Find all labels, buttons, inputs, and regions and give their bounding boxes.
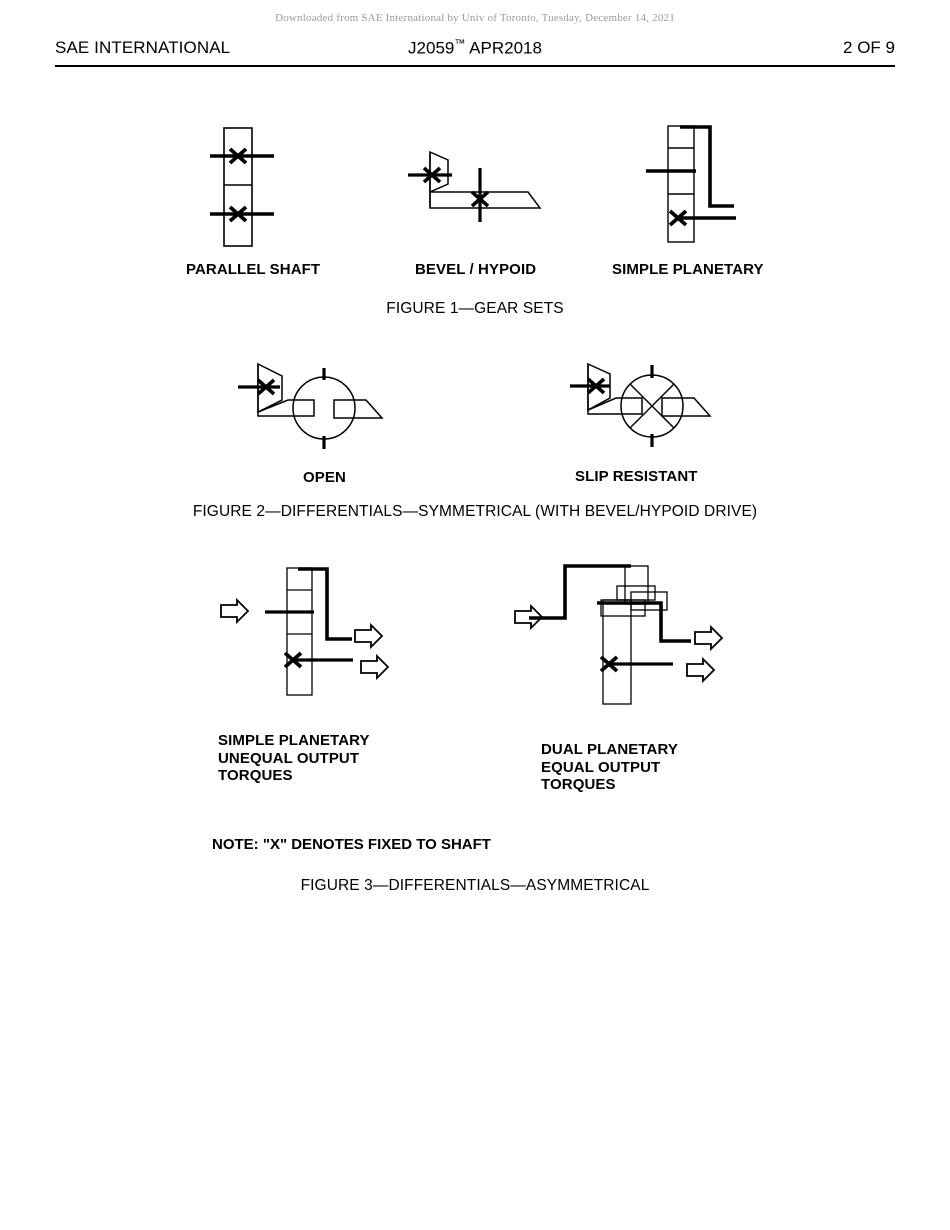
header-organization: SAE INTERNATIONAL [55,38,231,57]
dual-planetary-equal-schematic [514,564,724,705]
note-x-denotes-fixed-to-shaft: NOTE: "X" DENOTES FIXED TO SHAFT [212,836,491,853]
x-marker-ring [470,190,490,208]
output-flow-arrow-icon [694,624,724,652]
simple-planetary-unequal-schematic [220,567,390,696]
planetary-stack-outline [286,567,313,696]
input-flow-arrow-icon [220,597,250,625]
x-marker-upper [228,147,248,165]
label-open-differential: OPEN [303,469,346,486]
x-marker-sun [599,655,619,673]
slip-resistant-differential-schematic [570,362,712,447]
diagram-slip-resistant-differential [570,356,735,456]
left-ring-cone [257,399,315,417]
x-marker-sun [283,651,303,669]
diagram-simple-planetary [640,118,770,250]
input-carrier-bracket [529,564,631,620]
diagram-simple-planetary-unequal [215,560,405,710]
running-header: SAE INTERNATIONAL J2059™ APR2018 2 OF 9 [55,38,895,62]
clutch-pack-cross [629,383,675,429]
caption-figure-2: FIGURE 2—DIFFERENTIALS—SYMMETRICAL (WITH… [192,503,758,520]
output-flow-arrow-icon [686,656,716,684]
bevel-hypoid-schematic [408,150,542,222]
download-watermark: Downloaded from SAE International by Uni… [275,12,675,24]
simple-planetary-schematic [646,125,736,243]
diagram-bevel-hypoid [400,142,545,224]
differential-case-circle [292,376,356,440]
coupling-band-upper [616,585,656,601]
caption-figure-1: FIGURE 1—GEAR SETS [386,300,564,317]
output-flow-arrow-icon [360,653,390,681]
label-simple-planetary-unequal: SIMPLE PLANETARY UNEQUAL OUTPUT TORQUES [218,732,370,785]
trademark-icon: ™ [454,38,466,50]
label-slip-resistant-differential: SLIP RESISTANT [575,468,698,485]
label-dual-planetary-equal: DUAL PLANETARY EQUAL OUTPUT TORQUES [541,741,678,794]
gear-body-outline [223,127,253,247]
right-output-cone [333,399,384,419]
coupling-band-right [630,591,668,611]
header-doc-number: J2059 [408,38,455,58]
header-divider [55,65,895,67]
left-ring-cone [587,397,643,415]
x-marker-pinion [586,377,606,395]
second-planetary-stack-outline [624,565,649,605]
label-parallel-shaft: PARALLEL SHAFT [186,261,321,278]
diagram-dual-planetary-equal [505,556,745,711]
label-simple-planetary: SIMPLE PLANETARY [612,261,764,278]
planet-carrier-bracket [680,125,734,208]
label-bevel-hypoid: BEVEL / HYPOID [415,261,537,278]
x-marker-sun [668,209,688,227]
caption-figure-3: FIGURE 3—DIFFERENTIALS—ASYMMETRICAL [300,877,650,894]
header-doc-date: APR2018 [465,38,542,58]
header-page-number: 2 OF 9 [843,38,895,57]
output-carrier-bracket [597,601,691,643]
parallel-shaft-schematic [210,127,274,247]
header-document-id: J2059™ APR2018 [55,38,895,59]
x-marker-lower [228,205,248,223]
right-output-cone [661,397,712,417]
input-flow-arrow-icon [514,603,544,631]
coupling-band-lower [600,599,646,617]
diagram-open-differential [236,356,401,456]
x-marker-pinion [422,166,442,184]
planet-carrier-bracket [298,567,352,641]
open-differential-schematic [238,362,384,449]
x-marker-pinion [256,378,276,396]
output-flow-arrow-icon [354,622,384,650]
diagram-parallel-shaft [196,122,296,250]
